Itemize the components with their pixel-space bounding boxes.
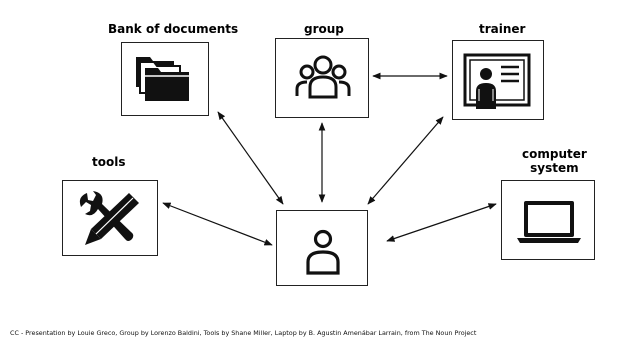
- trainer-label: trainer: [479, 22, 526, 36]
- computer-label-line1: computer: [522, 147, 587, 161]
- tools-icon: [79, 191, 139, 245]
- computer-label-line2: system: [530, 161, 579, 175]
- computer-system-label: computer system: [522, 147, 587, 175]
- presentation-icon: [463, 53, 531, 109]
- person-icon: [306, 229, 340, 275]
- group-of-people-icon: [295, 55, 351, 99]
- group-node: [275, 38, 369, 118]
- trainer-node: [452, 40, 544, 120]
- folders-icon: [136, 57, 189, 101]
- arrow-tools-learner: [162, 202, 273, 246]
- arrow-computer-learner: [386, 203, 497, 242]
- bank-of-documents-label: Bank of documents: [108, 22, 239, 36]
- bank-of-documents-node: [121, 42, 209, 116]
- arrow-trainer-learner: [367, 116, 444, 205]
- arrow-bank-learner: [217, 111, 284, 205]
- laptop-icon: [517, 201, 581, 243]
- tools-label: tools: [92, 155, 126, 169]
- computer-system-node: [501, 180, 595, 260]
- attribution-credit: CC - Presentation by Louie Greco, Group …: [10, 329, 477, 337]
- tools-node: [62, 180, 158, 256]
- group-label: group: [304, 22, 344, 36]
- learner-node: [276, 210, 368, 286]
